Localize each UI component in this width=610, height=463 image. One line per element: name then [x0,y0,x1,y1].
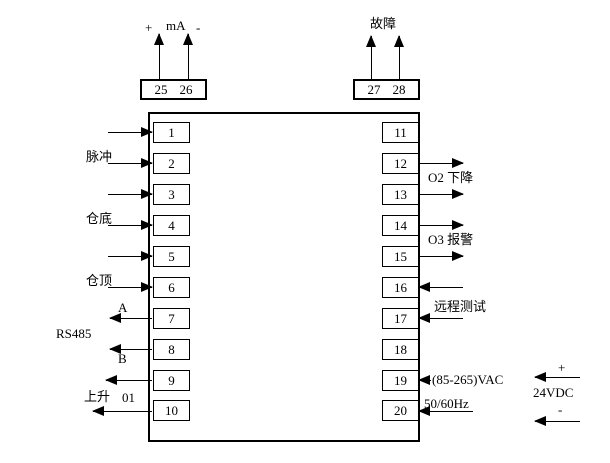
terminal-16: 16 [382,277,419,298]
terminal-15-arrow-right-icon [419,251,464,261]
terminal-12: 12 [382,153,419,174]
terminal-9: 9 [153,370,190,391]
terminal-18: 18 [382,339,419,360]
terminal-16-arrow-left-icon [418,282,463,292]
bin-top-label: 仓顶 [86,273,113,288]
fault-connector: 27 28 [353,79,420,100]
terminal-15: 15 [382,246,419,267]
ma-unit-label: mA [166,18,186,33]
terminal-8-arrow-left-icon [109,344,152,354]
terminal-19: 19 [382,370,419,391]
dc-minus-arrow-left-icon [534,416,580,426]
terminal-28: 28 [392,82,406,97]
rs485-b-label: B [118,351,127,366]
analog-output-connector: 25 26 [140,79,207,100]
terminal-1: 1 [153,122,190,143]
arrow-up-icon [366,35,376,79]
pulse-label: 脉冲 [86,149,113,164]
terminal-12-arrow-right-icon [419,158,464,168]
terminal-13: 13 [382,184,419,205]
terminal-13-arrow-right-icon [419,189,464,199]
rise-label: 上升 [84,389,111,404]
terminal-10-arrow-left-icon [92,406,152,416]
ac-freq-label: 50/60Hz [424,396,469,411]
terminal-5-arrow-right-icon [108,251,153,261]
output1-label: 01 [122,390,135,405]
rs485-label: RS485 [56,326,92,341]
terminal-9-arrow-left-icon [105,375,152,385]
terminal-14: 14 [382,215,419,236]
remote-test-label: 远程测试 [434,299,487,314]
output3-alarm-label: O3 报警 [428,232,474,247]
terminal-7-arrow-left-icon [109,313,152,323]
rs485-a-label: A [118,300,128,315]
terminal-8: 8 [153,339,190,360]
terminal-10: 10 [153,400,190,421]
bin-bottom-label: 仓底 [86,211,113,226]
terminal-17: 17 [382,308,419,329]
terminal-11: 11 [382,122,419,143]
device-body [148,112,420,442]
dc-plus-label: + [558,360,566,375]
dc-label: 24VDC [533,385,574,400]
terminal-25: 25 [154,82,168,97]
ac-voltage-label: (85-265)VAC [432,372,504,387]
output2-fall-label: O2 下降 [428,170,474,185]
terminal-17-arrow-left-icon [418,313,463,323]
terminal-14-arrow-right-icon [419,220,464,230]
ma-plus-label: + [145,20,153,35]
terminal-1-arrow-right-icon [108,127,153,137]
dc-minus-label: - [558,402,563,417]
terminal-19-arrow-left-icon [418,375,431,385]
fault-label: 故障 [370,16,397,31]
terminal-6: 6 [153,277,190,298]
terminal-2: 2 [153,153,190,174]
terminal-2-arrow-right-icon [108,158,153,168]
arrow-up-icon [394,35,404,79]
terminal-6-arrow-right-icon [108,282,153,292]
terminal-3-arrow-right-icon [108,189,153,199]
terminal-20-arrow-left-icon [418,406,473,416]
terminal-4: 4 [153,215,190,236]
ma-minus-label: - [196,20,201,35]
arrow-up-icon [183,33,193,79]
terminal-26: 26 [179,82,193,97]
terminal-5: 5 [153,246,190,267]
terminal-20: 20 [382,400,419,421]
terminal-27: 27 [367,82,381,97]
terminal-7: 7 [153,308,190,329]
terminal-3: 3 [153,184,190,205]
arrow-up-icon [154,33,164,79]
terminal-4-arrow-right-icon [108,220,153,230]
dc-plus-arrow-left-icon [534,372,580,382]
